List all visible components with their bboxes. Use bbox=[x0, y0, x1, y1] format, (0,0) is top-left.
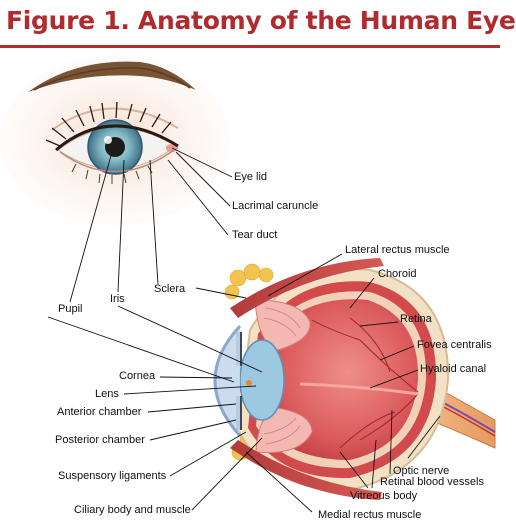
eye-anatomy-illustration bbox=[0, 55, 496, 513]
label-retina: Retina bbox=[400, 313, 432, 325]
label-sclera: Sclera bbox=[154, 283, 186, 295]
label-hyaloid-canal: Hyaloid canal bbox=[420, 363, 487, 375]
label-tear-duct: Tear duct bbox=[232, 229, 278, 241]
label-medial-rectus-muscle: Medial rectus muscle bbox=[318, 509, 422, 521]
label-optic-nerve: Optic nerve bbox=[393, 465, 450, 477]
cornea-shape bbox=[213, 324, 242, 437]
lens-shape bbox=[239, 339, 285, 421]
eyeball-cross-section bbox=[213, 258, 496, 500]
label-ciliary-body-and-muscle: Ciliary body and muscle bbox=[74, 504, 191, 516]
label-lateral-rectus-muscle: Lateral rectus muscle bbox=[345, 244, 450, 256]
label-retinal-blood-vessels: Retinal blood vessels bbox=[380, 476, 484, 488]
label-anterior-chamber: Anterior chamber bbox=[57, 406, 142, 418]
eyebrow bbox=[28, 61, 196, 92]
lateral-rectus-muscle-shape bbox=[230, 258, 384, 318]
external-eye bbox=[0, 55, 230, 225]
figure-title: Figure 1. Anatomy of the Human Eye bbox=[6, 6, 516, 35]
label-posterior-chamber: Posterior chamber bbox=[55, 434, 145, 446]
title-underline bbox=[0, 45, 500, 48]
label-fovea-centralis: Fovea centralis bbox=[417, 339, 492, 351]
label-eye-lid: Eye lid bbox=[234, 171, 268, 183]
label-lens: Lens bbox=[95, 388, 119, 400]
label-choroid: Choroid bbox=[378, 268, 417, 280]
label-vitreous-body: Vitreous body bbox=[350, 490, 418, 502]
label-pupil: Pupil bbox=[58, 303, 83, 315]
label-iris: Iris bbox=[110, 293, 125, 305]
label-cornea: Cornea bbox=[119, 370, 156, 382]
leader-lines bbox=[47, 147, 441, 513]
medial-rectus-muscle-shape bbox=[230, 440, 382, 500]
label-lacrimal-caruncle: Lacrimal caruncle bbox=[232, 200, 319, 212]
label-suspensory-ligaments: Suspensory ligaments bbox=[58, 470, 167, 482]
